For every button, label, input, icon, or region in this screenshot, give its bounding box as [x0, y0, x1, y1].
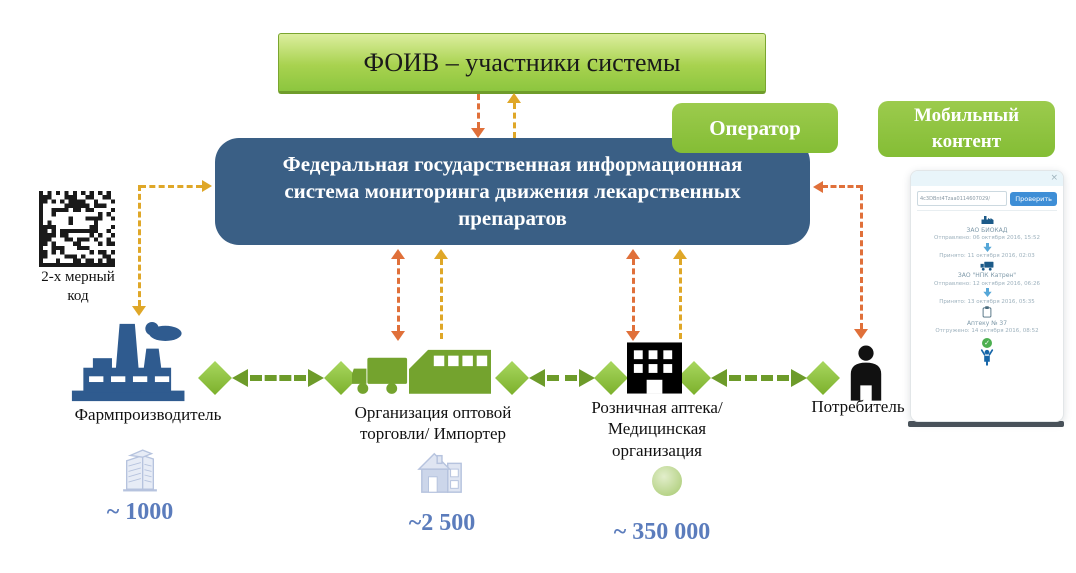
arrow-wholesaler-to-fgis [434, 249, 448, 339]
arrowhead-consumer-to-fgis [813, 181, 823, 193]
timeline-org: ЗАО "НПК Катрен" [957, 272, 1017, 279]
truck-icon [352, 357, 408, 394]
phone-search-row: Проверить [911, 186, 1063, 210]
operator-label: Оператор [709, 115, 801, 140]
timeline-org: Аптеку № 37 [966, 319, 1008, 327]
phone-bottom-edge [908, 421, 1064, 427]
check-button[interactable]: Проверить [1010, 191, 1057, 206]
pharmacy-label: Розничная аптека/ Медицинская организаци… [591, 398, 723, 460]
office-building-icon [123, 449, 157, 492]
mobile-app-screenshot: × Проверить ЗАО БИОКАД Отправлено: 06 ок… [910, 170, 1064, 422]
operator-box: Оператор [672, 103, 838, 153]
flow-diamond [495, 361, 529, 395]
truck-icon [980, 261, 994, 271]
fgis-system-box: Федеральная государственная информационн… [215, 138, 810, 245]
close-icon[interactable]: × [1050, 173, 1058, 183]
divider [917, 210, 1057, 211]
mobile-content-box: Мобильный контент [878, 101, 1055, 157]
wholesaler-label: Организация оптовой торговли/ Импортер [354, 403, 512, 444]
foiv-participants-label: ФОИВ – участники системы [363, 47, 681, 77]
pharmacy-cross-icon [652, 466, 682, 496]
clipboard-icon [982, 306, 992, 318]
pharmacy-count: ~ 350 000 [613, 519, 711, 545]
happy-person-icon [980, 349, 994, 366]
phone-header-bar: × [911, 171, 1063, 186]
flow-diamond [677, 361, 711, 395]
timeline-date: Принято: 13 октября 2016, 05:35 [939, 298, 1035, 305]
arrow-fgis-consumer-vertical [860, 185, 863, 329]
arrow-pharmacy-to-fgis [673, 249, 687, 339]
factory-icon [981, 216, 993, 224]
foiv-participants-box: ФОИВ – участники системы [278, 33, 766, 94]
fgis-line3: препаратов [458, 206, 567, 231]
flow-diamond [198, 361, 232, 395]
check-circle-icon: ✓ [982, 337, 992, 348]
arrowhead-fgis-to-consumer [854, 329, 868, 339]
arrow-fgis-to-foiv [507, 93, 521, 138]
arrowhead-qr-to-factory [132, 306, 146, 316]
timeline-date: Отправлено: 12 октября 2016, 06:26 [934, 280, 1040, 287]
pharmacy-building-icon [627, 342, 682, 394]
flow-arrow-pharmacy-consumer [711, 368, 807, 388]
down-arrow-icon [982, 242, 992, 252]
person-icon [850, 345, 882, 401]
consumer-label: Потребитель [811, 397, 905, 416]
arrow-qr-to-factory-vertical [138, 185, 141, 306]
arrowhead-qr-to-fgis [202, 180, 212, 192]
arrow-foiv-to-fgis [471, 94, 485, 138]
code-input[interactable] [917, 191, 1008, 206]
factory-icon [71, 321, 185, 402]
fgis-line1: Федеральная государственная информационн… [282, 151, 743, 176]
arrow-fgis-wholesaler [391, 249, 405, 341]
mobile-content-line1: Мобильный [913, 105, 1020, 127]
flow-diamond [594, 361, 628, 395]
mobile-content-line2: контент [931, 131, 1002, 152]
flow-arrow-manufacturer-wholesaler [232, 368, 324, 388]
datamatrix-code-icon [39, 191, 115, 267]
manufacturer-label: Фармпроизводитель [74, 405, 222, 424]
flow-diamond [806, 361, 840, 395]
fgis-line2: система мониторинга движения лекарственн… [284, 178, 741, 203]
datamatrix-label: 2-х мерный код [41, 269, 115, 304]
down-arrow-icon [982, 288, 992, 297]
flow-arrow-wholesaler-pharmacy [529, 368, 595, 388]
timeline-date: Отправлено: 06 октября 2016, 15:52 [934, 235, 1040, 241]
timeline-org: ЗАО БИОКАД [966, 226, 1008, 234]
supply-chain-timeline: ЗАО БИОКАД Отправлено: 06 октября 2016, … [911, 211, 1063, 421]
arrow-fgis-pharmacy [626, 249, 640, 341]
manufacturer-count: ~ 1000 [106, 499, 174, 525]
wholesaler-count: ~2 500 [408, 510, 476, 536]
arrow-consumer-fgis-horizontal [822, 185, 862, 188]
timeline-date: Принято: 11 октября 2016, 02:03 [939, 253, 1035, 259]
arrow-qr-to-fgis-horizontal [140, 185, 202, 188]
warehouse-icon [409, 349, 491, 394]
timeline-date: Отгружено: 14 октября 2016, 08:52 [935, 328, 1039, 334]
house-icon [417, 452, 462, 493]
